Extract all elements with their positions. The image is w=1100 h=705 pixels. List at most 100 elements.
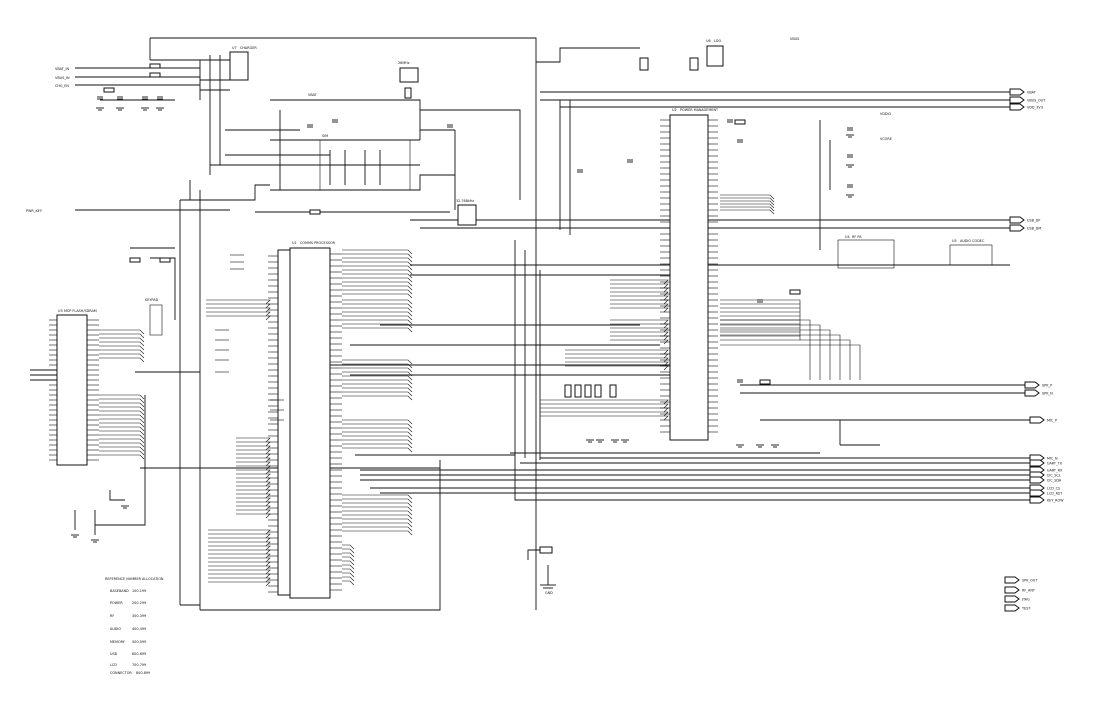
legend-row-3-name: AUDIO (110, 627, 121, 631)
port-0-label: VBAT (1027, 91, 1037, 95)
gnd-symbol (527, 546, 556, 589)
cpu-bus-wire (342, 544, 355, 550)
cpu-bus-wire (342, 323, 413, 329)
cpu-bus-wire (342, 253, 413, 259)
port-12: I2C_SDA (1029, 476, 1062, 484)
cpu-bus-wire (342, 269, 413, 275)
cpu-bus-wire (342, 319, 413, 325)
flash-bus-wire (99, 430, 145, 436)
cpu-bus-wire (342, 315, 413, 321)
cpu-left-bus-wire (208, 541, 271, 547)
port-14-label: LCD_RST (1047, 492, 1063, 496)
pmu-right-bus-wire (720, 307, 801, 312)
flash-bus-wire (99, 394, 145, 400)
cpu-bus-wire (342, 391, 413, 397)
crystal-26mhz (399, 67, 419, 83)
legend-row-6-range: 700-799 (132, 663, 146, 667)
legend-row-5-name: USB (110, 652, 118, 656)
port-5-label: SPK_P (1042, 384, 1052, 388)
cpu-left-bus-wire (208, 577, 271, 583)
pmu-bus-wire (610, 319, 669, 325)
cpu-bus-wire (342, 568, 355, 574)
cpu-bus-wire (342, 443, 413, 449)
component-symbols (71, 57, 854, 543)
pmu-part: POWER MANAGEMENT (680, 108, 719, 112)
port-6: SPK_N (1024, 389, 1053, 397)
legend-row-1-name: POWER (110, 601, 123, 605)
cpu-bus-wire (342, 311, 413, 317)
resistor (594, 384, 602, 398)
port-6-label: SPK_N (1042, 392, 1053, 396)
resistor (129, 257, 141, 263)
cpu-left-bus-wire (208, 557, 271, 563)
br-port-3: TEST (1004, 604, 1031, 612)
cpu-left-bus-wire (208, 533, 271, 539)
mem-bus-wire (236, 441, 271, 447)
pmu-bus-wire (565, 361, 669, 367)
cpu-left-bus-wire (208, 569, 271, 575)
flash-bus-wire (99, 357, 145, 363)
br-port-0-label: SPK_OUT (1022, 579, 1038, 583)
cpu-bus-wire (342, 423, 413, 429)
port-15: KEY_ROW (1029, 496, 1064, 504)
flash-bus-wire (99, 414, 145, 420)
mem-bus-wire (236, 469, 271, 475)
flash-part: MCP FLASH/SDRAM (64, 309, 97, 313)
cpu-left-bus-wire (206, 303, 271, 309)
pmu-right-bus-wire (720, 311, 801, 316)
charger-part: CHARGER (240, 46, 257, 50)
cpu-bus-wire (342, 506, 413, 512)
cpu-left-bus-wire (208, 561, 271, 567)
cpu-bus-wire (342, 498, 413, 504)
pmu-bus-wire (540, 403, 669, 409)
cpu-bus-wire (342, 522, 413, 528)
cpu-part: COMMS PROCESSOR (300, 241, 336, 245)
resistor (689, 57, 699, 71)
cpu-bus-wire (342, 427, 413, 433)
flash-bus-wire (99, 418, 145, 424)
flash-bus-wire (99, 329, 145, 335)
pmu-bus-wire (540, 411, 669, 417)
ldo-part: LDO (714, 39, 721, 43)
pmu-bus-wire (610, 299, 669, 305)
flash-bus-wire (99, 341, 145, 347)
pin-stubs (49, 119, 718, 593)
mem-bus-wire (236, 497, 271, 503)
pmu-right-bus-wire (720, 315, 801, 320)
pmu-stair-wire (720, 344, 861, 380)
port-1-label: VBUS_OUT (1027, 99, 1046, 103)
flash-bus-wire (99, 442, 145, 448)
resistor (759, 379, 771, 385)
cpu-bus-wire (342, 514, 413, 520)
cpu-bus-wire (342, 289, 413, 295)
cpu-bus-wire (342, 293, 413, 299)
resistor (159, 257, 171, 263)
resistor (404, 87, 412, 99)
pmu-right-bus-wire (720, 299, 801, 304)
legend-row-5-range: 600-699 (132, 652, 146, 656)
pmu-bus-wire (540, 415, 669, 421)
pmu-stair-wire (720, 329, 831, 380)
rail-vbus: VBUS (790, 37, 799, 41)
crystal-32k (457, 204, 477, 226)
cpu-bus-wire (342, 387, 413, 393)
cpu-bus-wire (342, 299, 413, 305)
mem-bus-wire (236, 477, 271, 483)
cpu-bus-wire (342, 548, 355, 554)
flash-bus-wire (99, 450, 145, 456)
cpu-bus-wire (342, 327, 413, 333)
left-net-label: PWR_KEY (26, 209, 43, 213)
pmu-bus-wire (610, 283, 669, 289)
port-3-label: USB_DP (1027, 219, 1040, 223)
legend-title: REFERENCE NUMBER ALLOCATION (105, 577, 164, 581)
right-ports: VBAT VBUS_OUT VDD_3V3 USB_DP USB_DM SPK_… (1009, 88, 1064, 504)
cpu-bus-wire (342, 518, 413, 524)
mem-bus-wire (236, 473, 271, 479)
keypad-label: KEYPAD (145, 298, 159, 302)
left-input-1: VBUS_IN (55, 76, 70, 80)
cpu-bus-wire (342, 576, 355, 582)
pmu-right-bus-wire (720, 197, 775, 203)
legend-row-4-range: 500-599 (132, 640, 146, 644)
